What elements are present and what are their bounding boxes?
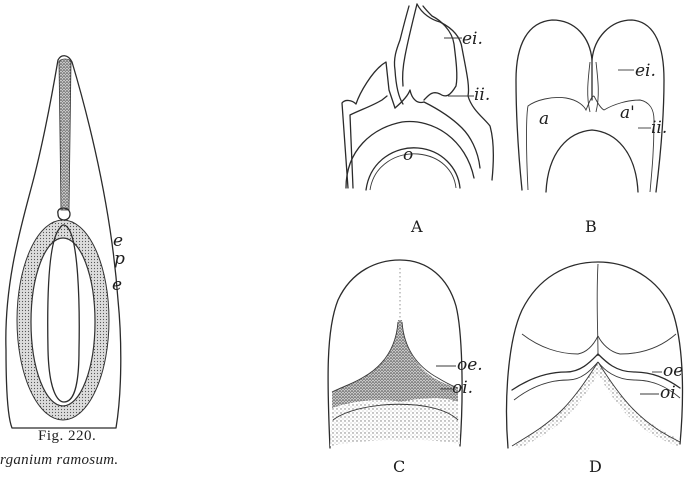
panel-b-label-a: a bbox=[539, 109, 549, 129]
panel-b-label-a-prime: a' bbox=[620, 103, 635, 123]
label-e-lower: e bbox=[112, 275, 122, 295]
panel-a-label-ei: ei. bbox=[462, 29, 483, 49]
embryo-sac-inner-contour bbox=[31, 238, 95, 406]
label-p: p bbox=[114, 249, 125, 269]
panel-b-left-lobe bbox=[516, 20, 592, 190]
panel-d-label-oe: oe bbox=[663, 361, 683, 381]
panel-a-right-integument-2 bbox=[403, 4, 417, 86]
panel-c: oe. oi. C bbox=[328, 260, 483, 476]
panel-a-label-o: o bbox=[403, 145, 413, 165]
panel-d-letter: D bbox=[589, 457, 602, 476]
panel-b-center-line-2 bbox=[596, 62, 598, 112]
panel-b-left-inner bbox=[527, 96, 595, 190]
nucellus-drawing: e p e Fig. 220. rganium ramosum. bbox=[0, 56, 125, 468]
central-strand bbox=[59, 59, 71, 210]
panel-d-cap-right bbox=[598, 334, 676, 354]
panel-a-letter: A bbox=[410, 217, 423, 236]
panel-b-letter: B bbox=[585, 217, 597, 236]
panel-b: ei. ii. a a' B bbox=[516, 20, 667, 236]
panel-a: ei. ii. o A bbox=[342, 4, 493, 236]
panel-a-ei-inner bbox=[423, 6, 457, 100]
panel-a-left-inner bbox=[350, 96, 387, 188]
panel-c-dark-tissue bbox=[332, 320, 458, 408]
panel-b-nucellus bbox=[546, 130, 638, 192]
panel-d: oe oi D bbox=[507, 262, 684, 476]
panel-d-outline bbox=[507, 262, 683, 448]
panel-c-lower-band bbox=[330, 398, 460, 446]
figure-number: Fig. 220. bbox=[38, 428, 96, 444]
panel-d-cap-left bbox=[522, 334, 598, 354]
panel-b-label-ei: ei. bbox=[635, 61, 656, 81]
panel-a-label-ii: ii. bbox=[474, 85, 490, 105]
panel-d-center-line bbox=[597, 264, 598, 356]
panel-b-label-ii: ii. bbox=[651, 118, 667, 138]
panel-c-letter: C bbox=[393, 457, 405, 476]
panel-d-label-oi: oi bbox=[660, 383, 676, 403]
panel-a-right-integument bbox=[394, 6, 409, 104]
figure-species: rganium ramosum. bbox=[0, 452, 118, 468]
panel-c-label-oi: oi. bbox=[452, 378, 473, 398]
label-e-upper: e bbox=[113, 231, 123, 251]
panel-c-label-oe: oe. bbox=[457, 355, 483, 375]
